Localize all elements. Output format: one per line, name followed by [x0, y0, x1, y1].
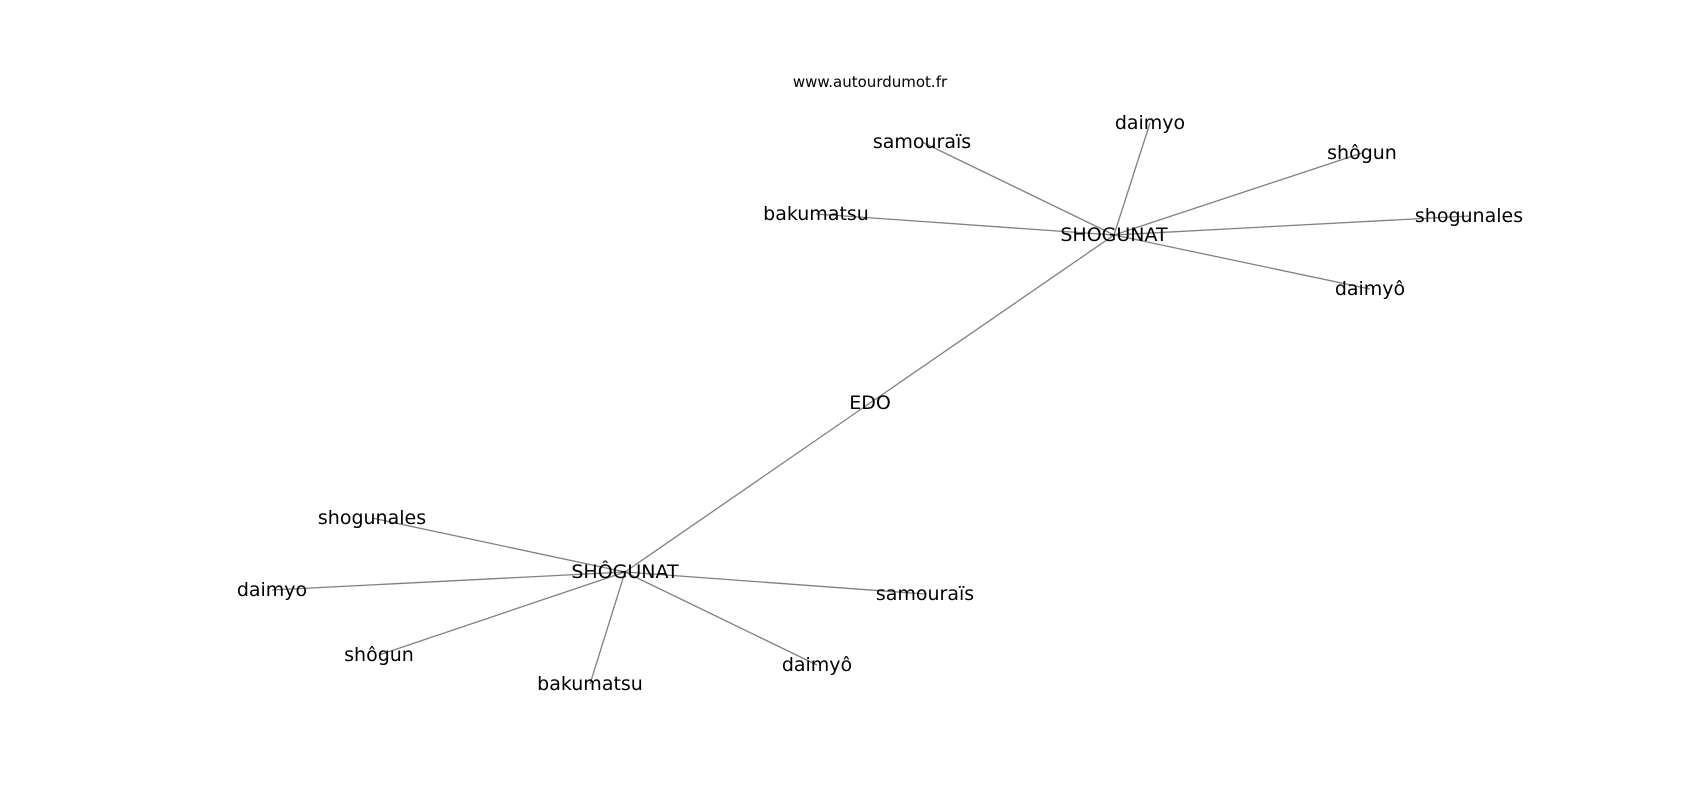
node-label-t_daimyo2: daimyô	[1335, 278, 1405, 300]
edge-shogunat2-b_shogun	[378, 571, 626, 656]
node-label-t_bakumatsu: bakumatsu	[763, 203, 869, 225]
edge-shogunat2-b_shogunales	[371, 517, 626, 573]
edge-shogunat2-b_bakumatsu	[589, 571, 626, 685]
edge-shogunat-t_samourais	[921, 141, 1115, 236]
edge-shogunat2-b_daimyo2	[624, 571, 818, 666]
edge-shogunat-t_daimyo2	[1113, 234, 1371, 290]
edge-shogunat2-b_samourais	[624, 571, 926, 595]
node-label-t_samourais: samouraïs	[873, 131, 971, 153]
edge-shogunat-t_shogunales	[1113, 215, 1470, 236]
node-label-shogunat2: SHÔGUNAT	[571, 559, 679, 583]
node-label-t_shogun: shôgun	[1327, 142, 1397, 164]
watermark-text: www.autourdumot.fr	[793, 73, 948, 91]
node-label-shogunat: SHOGUNAT	[1060, 224, 1168, 246]
node-label-b_samourais: samouraïs	[876, 583, 974, 605]
node-label-b_daimyo: daimyo	[237, 579, 307, 601]
node-label-edo: EDO	[849, 392, 891, 414]
edge-shogunat-t_bakumatsu	[815, 213, 1115, 236]
node-label-t_daimyo: daimyo	[1115, 112, 1185, 134]
node-label-b_bakumatsu: bakumatsu	[537, 673, 643, 695]
edge-shogunat2-b_daimyo	[271, 571, 626, 591]
node-label-t_shogunales: shogunales	[1415, 205, 1523, 227]
edge-edo-shogunat2	[624, 402, 871, 573]
labels-layer: EDO SHOGUNAT SHÔGUNAT daimyo samouraïs shôgun…	[237, 112, 1523, 695]
node-label-b_daimyo2: daimyô	[782, 654, 852, 676]
node-label-b_shogun: shôgun	[344, 644, 414, 666]
edges-layer	[271, 122, 1470, 685]
edge-shogunat-t_shogun	[1113, 152, 1363, 236]
node-label-b_shogunales: shogunales	[318, 507, 426, 529]
edge-shogunat-t_daimyo	[1113, 122, 1151, 236]
edge-edo-shogunat	[869, 234, 1115, 404]
